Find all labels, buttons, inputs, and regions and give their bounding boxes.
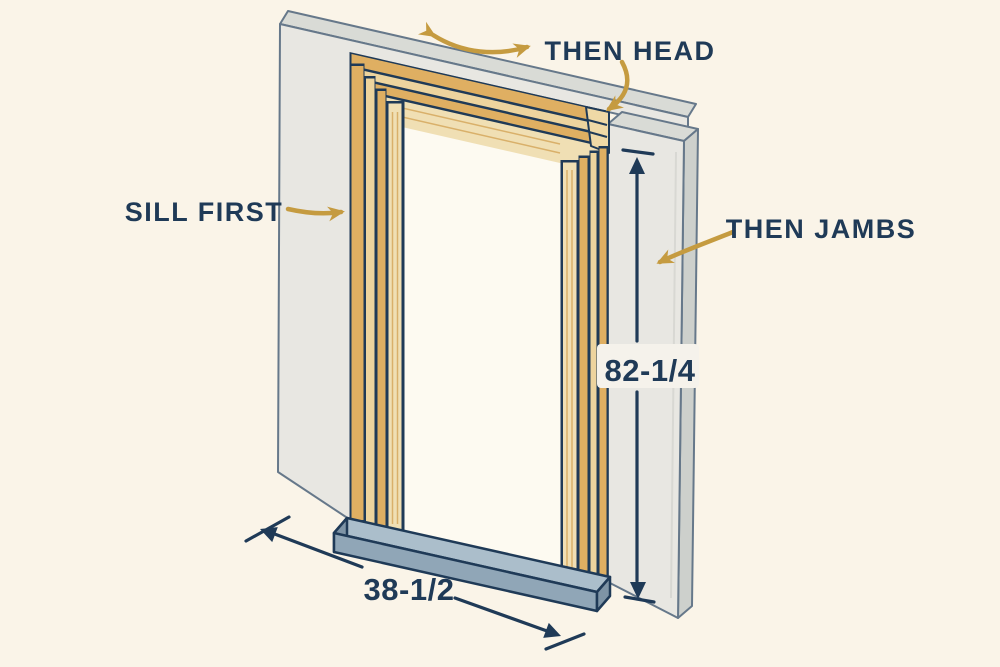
width-dimension: 38-1/2 xyxy=(244,515,586,651)
arrow-down-icon xyxy=(630,582,646,599)
head-pointer-arrow-icon xyxy=(605,59,630,112)
sill-pointer-arrow-icon xyxy=(285,206,345,222)
sill xyxy=(332,516,612,613)
height-dimension: 82-1/4 xyxy=(597,148,699,604)
jambs-pointer-arrow-icon xyxy=(656,229,736,265)
arrow-up-icon xyxy=(629,157,645,174)
height-dimension-value: 82-1/4 xyxy=(605,353,696,388)
sill-first-label: SILL FIRST xyxy=(125,197,284,227)
arrow-down-right-icon xyxy=(543,622,561,638)
head-beam xyxy=(349,52,610,174)
then-jambs-label: THEN JAMBS xyxy=(726,214,917,244)
curved-double-arrow-icon xyxy=(418,21,531,58)
left-jamb xyxy=(349,63,405,532)
then-head-label: THEN HEAD xyxy=(544,36,715,66)
arrow-up-left-icon xyxy=(260,527,278,543)
door-opening xyxy=(403,126,563,568)
width-dimension-value: 38-1/2 xyxy=(364,572,455,607)
